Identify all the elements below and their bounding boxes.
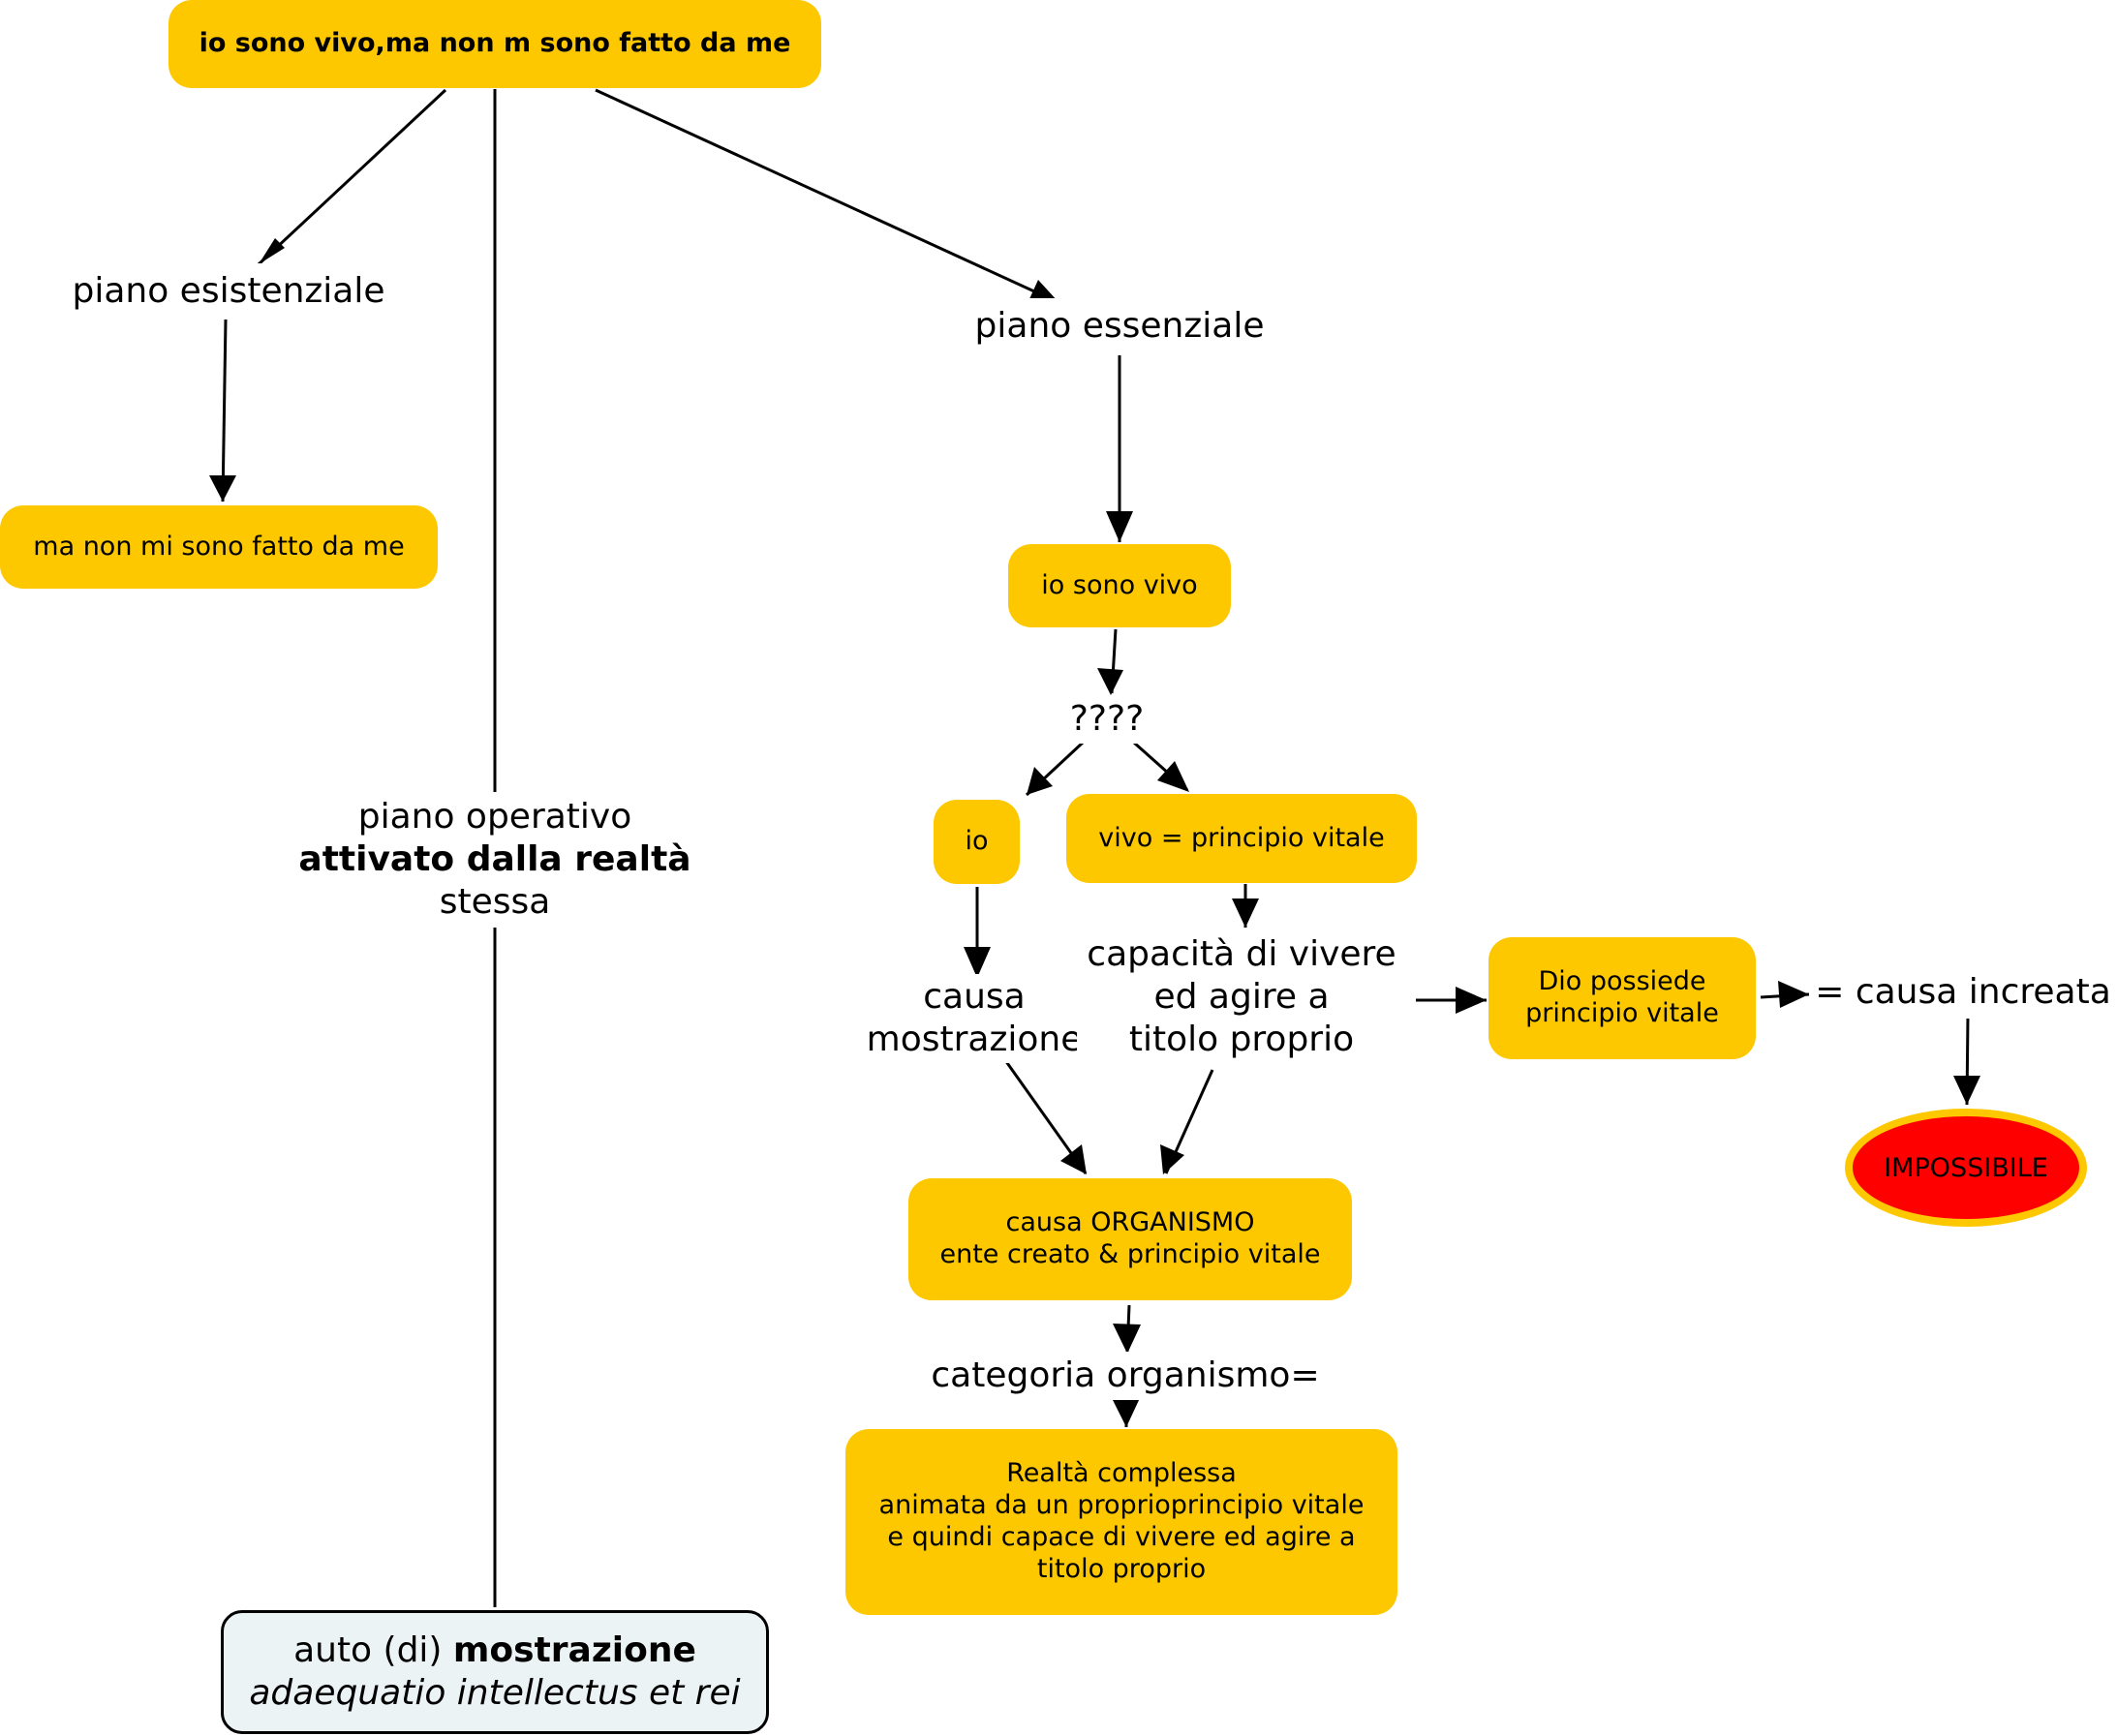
realta-line4: titolo proprio [1036,1553,1207,1584]
arrowhead [1060,1144,1087,1174]
non-fatto-text: ma non mi sono fatto da me [33,531,405,562]
auto-mostrazione-bold: mostrazione [452,1630,696,1671]
io-node[interactable]: io [934,800,1020,884]
causa-mostrazione-label: causa mostrazione [864,974,1085,1063]
arrowhead [209,475,236,502]
auto-mostrazione-line1: auto (di) mostrazione [293,1629,696,1672]
connector-esistenziale-nonfatto [221,319,228,503]
causa-mostrazione-line1: causa [923,977,1026,1018]
organismo-node[interactable]: causa ORGANISMO ente creato & principio … [908,1178,1352,1300]
causa-increata-label: = causa increata [1809,966,2117,1019]
organismo-line1: causa ORGANISMO [1005,1207,1255,1238]
piano-operativo-line3: stessa [439,881,551,922]
io-sono-vivo-text: io sono vivo [1041,569,1198,600]
realta-line2: animata da un proprioprincipio vitale [878,1490,1365,1521]
question-label: ???? [1061,695,1152,744]
piano-essenziale-label: piano essenziale [968,298,1271,354]
arrowhead [1106,511,1133,542]
dio-line1: Dio possiede [1538,966,1706,997]
arrowhead [964,947,991,978]
auto-mostrazione-node[interactable]: auto (di) mostrazione adaequatio intelle… [221,1610,769,1734]
vivo-principio-text: vivo = principio vitale [1098,822,1385,853]
impossibile-text: IMPOSSIBILE [1884,1152,2048,1183]
arrowhead [1112,1398,1140,1427]
categoria-text: categoria organismo= [931,1355,1320,1396]
dio-node[interactable]: Dio possiede principio vitale [1488,937,1756,1059]
connector-root-essenziale [595,88,1058,304]
piano-operativo-line1: piano operativo [357,797,632,838]
io-sono-vivo-node[interactable]: io sono vivo [1008,544,1231,627]
arrowhead [1113,1324,1141,1354]
arrowhead [1160,1144,1184,1174]
arrowhead [259,238,285,264]
capacita-label: capacità di vivere ed agire a titolo pro… [1077,931,1406,1063]
connector-root-esistenziale [257,88,447,266]
arrowhead [1097,668,1123,695]
question-text: ???? [1069,699,1145,740]
arrowhead [1157,761,1189,792]
capacita-line3: titolo proprio [1128,1019,1355,1059]
auto-mostrazione-prefix: auto (di) [293,1630,453,1671]
adaequatio-line: adaequatio intellectus et rei [249,1673,741,1713]
organismo-line2: ente creato & principio vitale [939,1239,1321,1269]
causa-increata-text: = causa increata [1815,972,2111,1013]
arrowhead [1778,981,1809,1008]
capacita-line2: ed agire a [1153,977,1330,1018]
arrowhead [1456,987,1487,1014]
piano-esistenziale-text: piano esistenziale [72,271,385,312]
io-text: io [965,826,989,857]
realta-line1: Realtà complessa [1006,1458,1237,1489]
categoria-label: categoria organismo= [930,1352,1321,1400]
realta-line3: e quindi capace di vivere ed agire a [887,1522,1356,1552]
non-fatto-node[interactable]: ma non mi sono fatto da me [0,505,438,589]
arrowhead [1028,280,1058,302]
piano-operativo-label: piano operativo attivato dalla realtà st… [277,794,713,926]
vivo-principio-node[interactable]: vivo = principio vitale [1066,794,1417,883]
impossibile-oval[interactable]: IMPOSSIBILE [1845,1109,2087,1227]
piano-esistenziale-label: piano esistenziale [66,263,391,320]
arrowhead [1953,1076,1980,1105]
piano-essenziale-text: piano essenziale [974,306,1265,347]
causa-mostrazione-line2: mostrazione [866,1020,1083,1059]
dio-line2: principio vitale [1525,998,1719,1028]
piano-operativo-line2: attivato dalla realtà [298,839,691,880]
arrowhead [1027,767,1053,795]
root-concept-text: io sono vivo,ma non m sono fatto da me [199,28,791,59]
realta-node[interactable]: Realtà complessa animata da un propriopr… [845,1429,1397,1615]
capacita-line1: capacità di vivere [1087,934,1396,975]
root-concept-node[interactable]: io sono vivo,ma non m sono fatto da me [169,0,821,88]
arrowhead [1232,898,1259,928]
